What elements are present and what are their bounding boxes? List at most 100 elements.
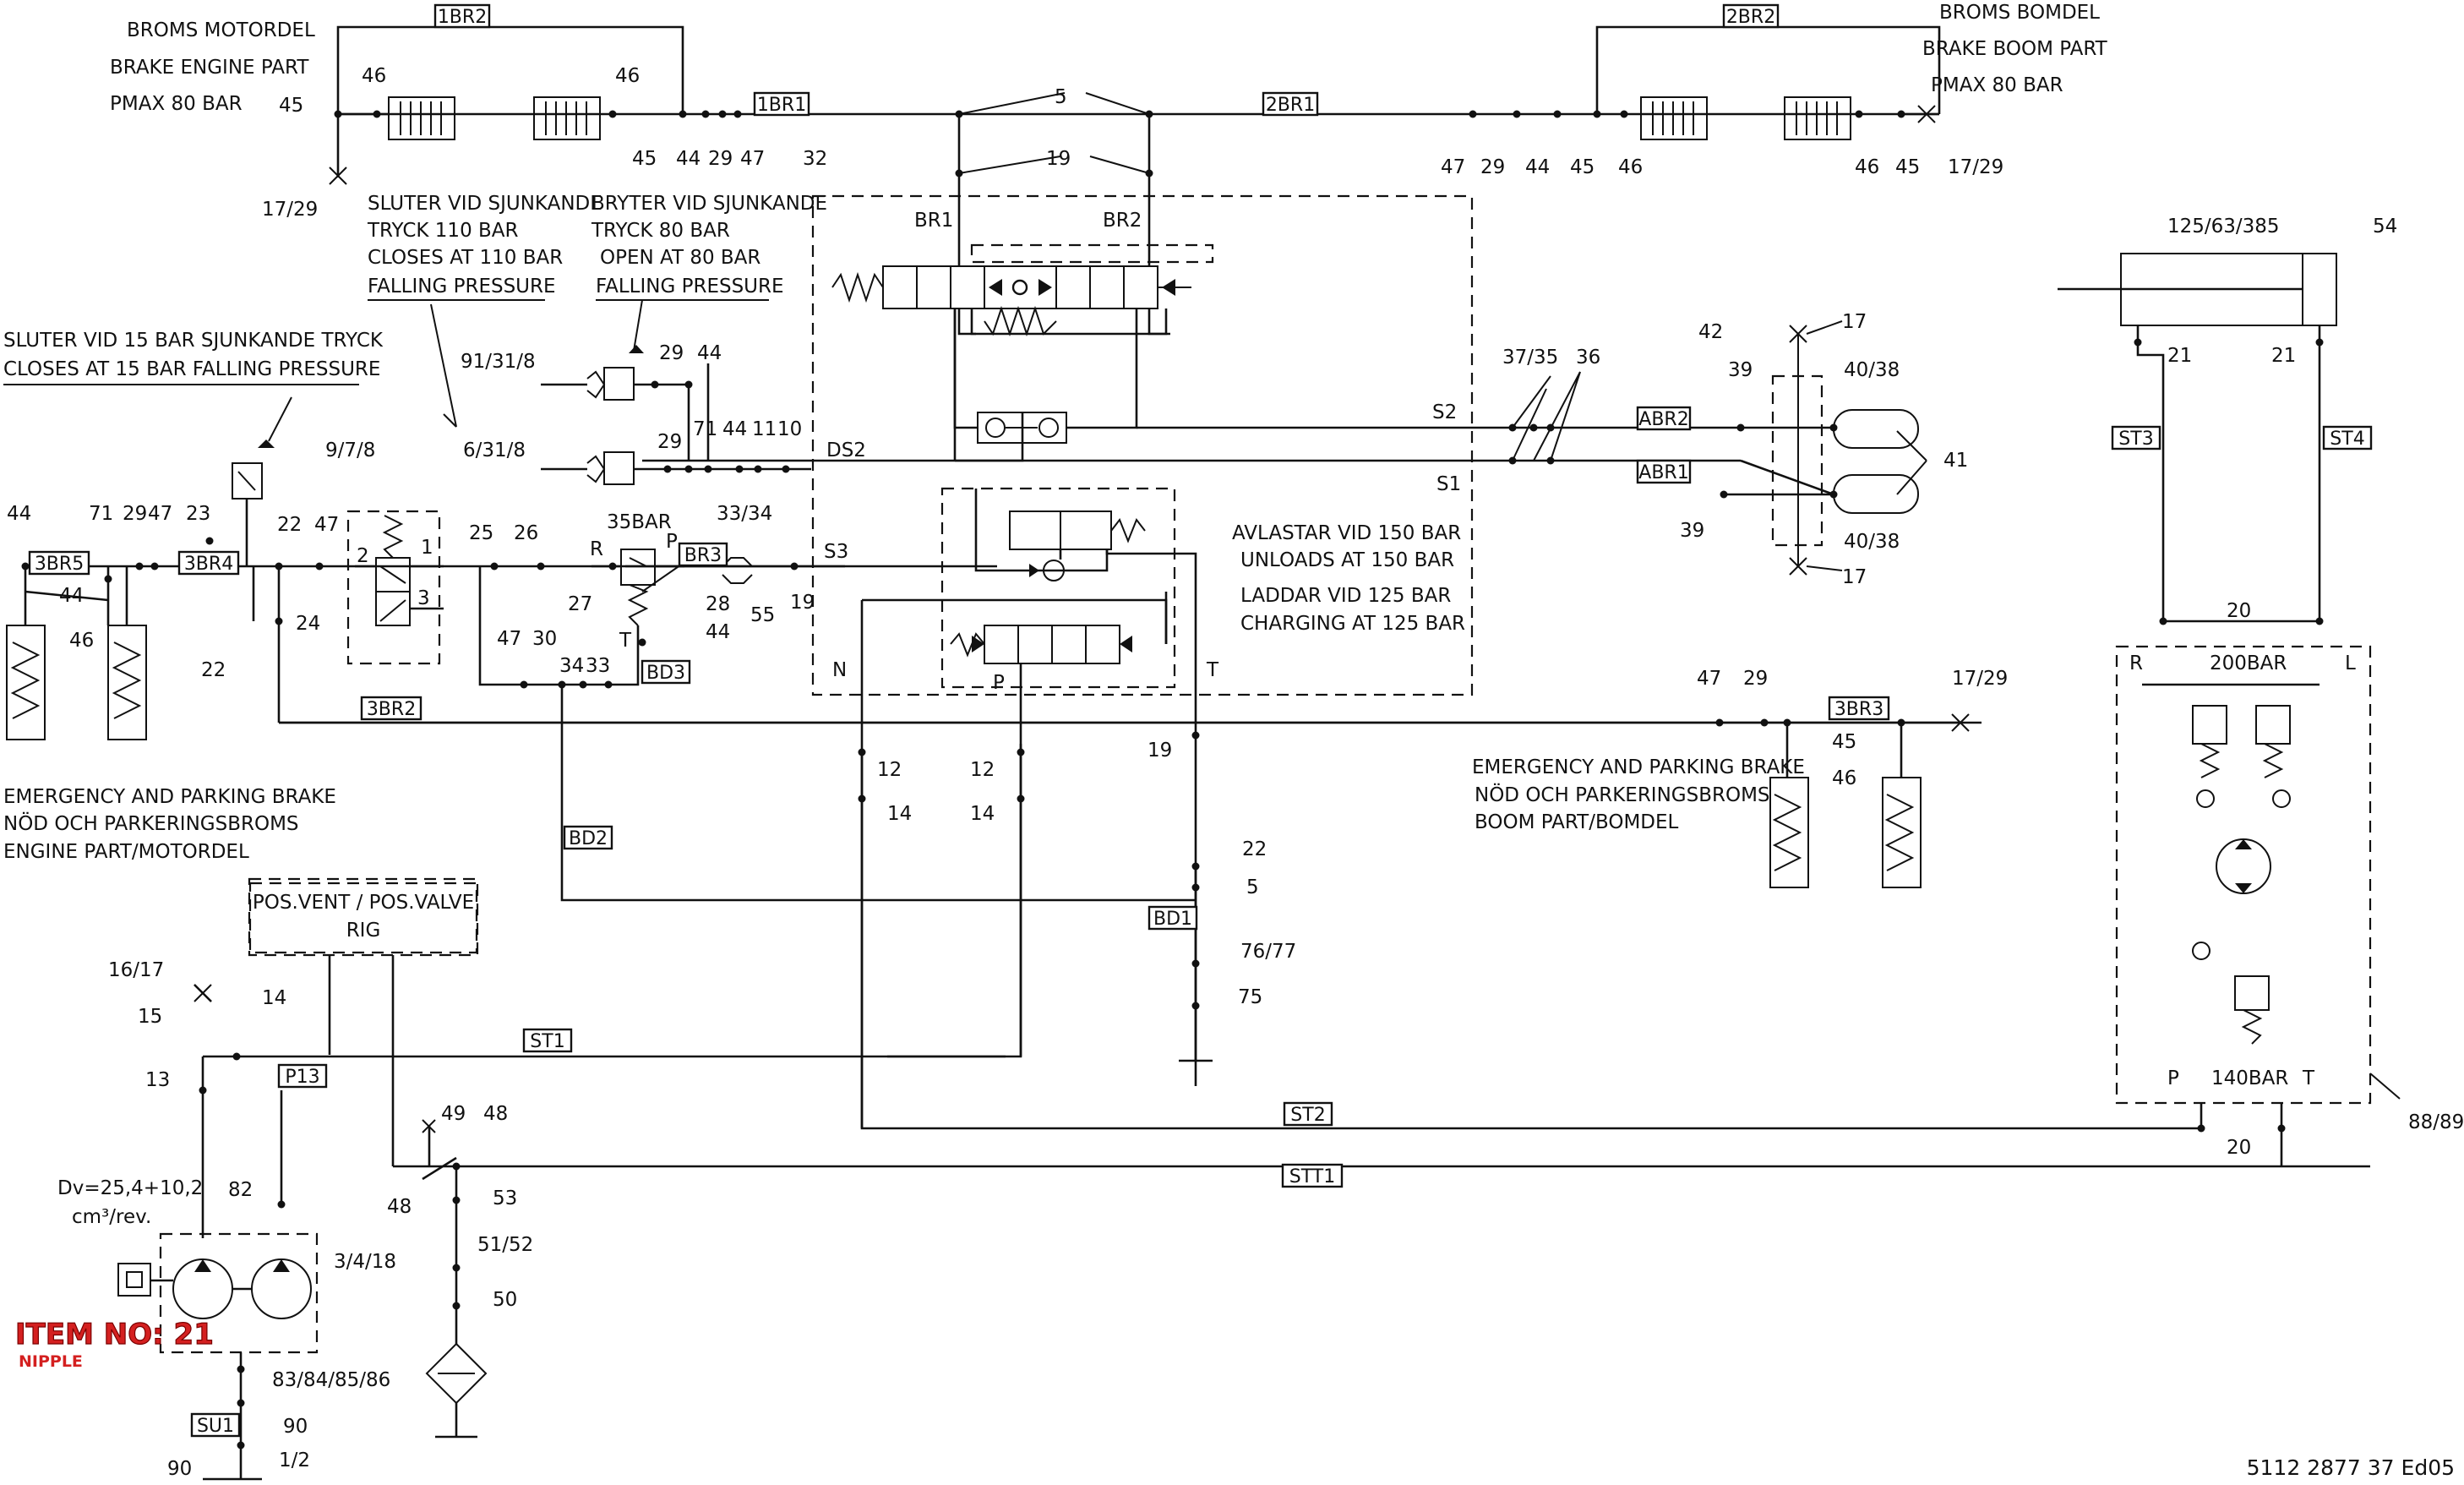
part-label: P [993,672,1005,694]
part-label: P [666,531,678,553]
part-label: 21 [2167,345,2192,367]
document-number: 5112 2877 37 Ed05 [2247,1455,2455,1480]
part-label: N [832,659,847,681]
part-label: 17 [1842,566,1867,588]
part-label: 76/77 [1240,941,1296,963]
part-label: 83/84/85/86 [272,1369,390,1391]
part-label: 28 [706,593,730,615]
part-label: 29 [708,148,733,170]
part-label: 48 [387,1196,412,1218]
part-label: 82 [228,1179,253,1201]
part-label: 19 [1046,148,1071,170]
part-label: 24 [296,613,320,635]
tag-3br3: 3BR3 [1834,699,1883,720]
steering-circuit [2058,253,2401,1166]
part-label: 35BAR [607,511,672,533]
part-label: 47 [1441,156,1465,178]
note-brake-boom-2: BRAKE BOOM PART [1922,38,2108,60]
note-emergency-engine-2: NÖD OCH PARKERINGSBROMS [3,811,299,835]
note-brake-engine-1: BROMS MOTORDEL [127,19,315,41]
part-labels: 45 46 46 17/29 45 44 29 47 5 19 32 BR1 B… [7,65,2464,1480]
part-label: 29 [657,431,682,453]
tag-3br5: 3BR5 [35,554,84,575]
part-label: 71 [693,418,717,440]
part-label: 44 [1525,156,1550,178]
part-label: 19 [790,592,815,614]
part-label: 10 [777,418,802,440]
part-label: 44 [722,418,747,440]
note-closes110-4: FALLING PRESSURE [368,276,556,298]
tag-2br2: 2BR2 [1726,7,1775,28]
part-label: 27 [568,593,592,615]
note-posvalve-1: POS.VENT / POS.VALVE [253,892,474,914]
part-label: 48 [483,1103,508,1125]
part-label: 45 [1570,156,1595,178]
note-opens80-2: TRYCK 80 BAR [591,220,730,242]
part-label: 46 [69,630,94,652]
tag-abr1: ABR1 [1638,462,1688,483]
part-label: 41 [1943,450,1968,472]
part-label: 15 [138,1006,162,1028]
part-label: 90 [167,1458,192,1480]
dual-brake-valve [831,243,1214,337]
part-label: BR2 [1103,210,1142,232]
part-label: 46 [1618,156,1643,178]
part-label: 39 [1680,520,1704,542]
part-label: 29 [1743,668,1768,690]
part-label: 75 [1238,986,1262,1008]
note-unload-2: UNLOADS AT 150 BAR [1240,549,1454,571]
part-label: 91/31/8 [461,351,536,373]
tag-br3: BR3 [684,545,722,566]
part-label: 88/89 [2408,1111,2464,1133]
part-label: 29 [659,342,684,364]
part-label: 47 [740,148,765,170]
part-label: P [2167,1067,2179,1089]
note-brake-boom-3: PMAX 80 BAR [1931,74,2063,96]
part-label: BR1 [914,210,953,232]
part-label: 53 [493,1187,517,1209]
part-label: DS2 [826,439,866,461]
part-label: 3 [417,587,430,609]
part-label: 25 [469,522,493,544]
note-opens80-4: FALLING PRESSURE [596,276,784,298]
tag-3br2: 3BR2 [367,699,416,720]
part-label: 29 [123,503,147,525]
part-label: 44 [7,503,31,525]
tag-st2: ST2 [1290,1105,1325,1126]
part-label: 9/7/8 [325,439,375,461]
part-label: 40/38 [1844,359,1900,381]
item-no-label: ITEM NO: 21 [15,1318,214,1351]
part-label: 6/31/8 [463,439,526,461]
part-label: 5 [1055,86,1067,108]
part-label: 47 [1697,668,1721,690]
part-label: 45 [632,148,657,170]
part-label: 44 [697,342,722,364]
part-label: T [2302,1067,2315,1089]
note-emergency-boom-3: BOOM PART/BOMDEL [1475,811,1679,833]
tag-su1: SU1 [197,1416,234,1437]
part-label: 47 [497,628,521,650]
part-label: 3/4/18 [334,1251,396,1273]
part-label: 1/2 [279,1450,310,1471]
part-label: 17 [1842,311,1867,333]
bd-lines [858,731,2201,1130]
pump-circuit [117,877,2370,1481]
part-label: 1 [421,537,433,559]
tag-abr2: ABR2 [1638,409,1688,430]
part-label: 140BAR [2211,1067,2288,1089]
part-label: S1 [1436,473,1461,495]
tag-st1: ST1 [530,1031,564,1052]
part-label: 37/35 [1502,347,1558,369]
part-label: 14 [887,803,912,825]
part-label: 22 [277,514,302,536]
part-label: 22 [201,659,226,681]
part-label: 17/29 [262,199,318,221]
tag-bd1: BD1 [1153,909,1192,930]
part-label: 17/29 [1952,668,2008,690]
part-label: 22 [1242,838,1267,860]
part-label: S3 [824,541,848,563]
part-label: 44 [59,585,84,607]
tag-1br2: 1BR2 [438,7,487,28]
note-displacement-2: cm³/rev. [72,1206,151,1228]
